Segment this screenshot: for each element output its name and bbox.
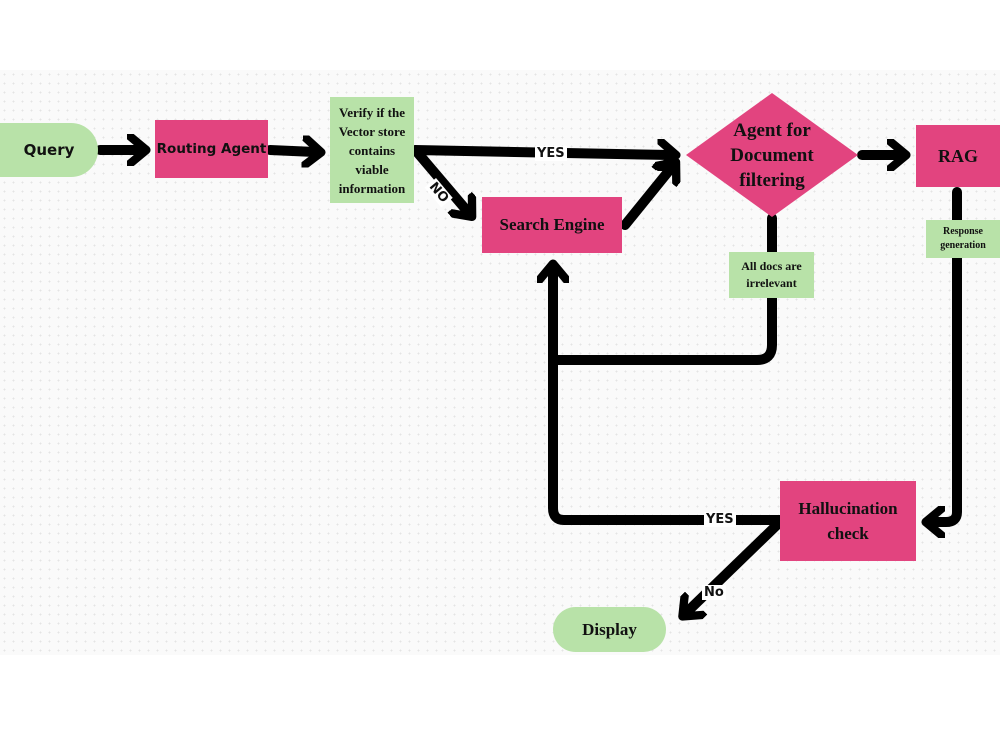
query-node: Query <box>0 123 98 177</box>
verify-vector-store-node: Verify if the Vector store contains viab… <box>330 97 414 203</box>
edge-search-filter <box>620 167 672 230</box>
routing-agent-node: Routing Agent <box>155 120 268 178</box>
edge-routing-verify <box>265 150 315 152</box>
edge-label-yes-hallucination: YES <box>704 512 736 527</box>
edge-label-yes-verify: YES <box>535 146 567 161</box>
agent-document-filtering-label: Agent for Document filtering <box>730 119 814 191</box>
decision-diamond-shape <box>686 93 858 217</box>
edge-hallucination-display <box>687 517 785 612</box>
edge-label-no-hallucination: No <box>702 585 726 600</box>
rag-node: RAG <box>916 125 1000 187</box>
hallucination-check-node: Hallucination check <box>780 481 916 561</box>
all-docs-irrelevant-note: All docs are irrelevant <box>729 252 814 298</box>
edge-verify-search-no <box>412 147 468 212</box>
edge-rag-hallucination <box>932 187 962 522</box>
edge-filter-loop <box>548 213 777 365</box>
search-engine-node: Search Engine <box>482 197 622 253</box>
display-node: Display <box>553 607 666 652</box>
response-generation-note: Response generation <box>926 220 1000 258</box>
edge-hallucination-loop <box>553 270 787 525</box>
